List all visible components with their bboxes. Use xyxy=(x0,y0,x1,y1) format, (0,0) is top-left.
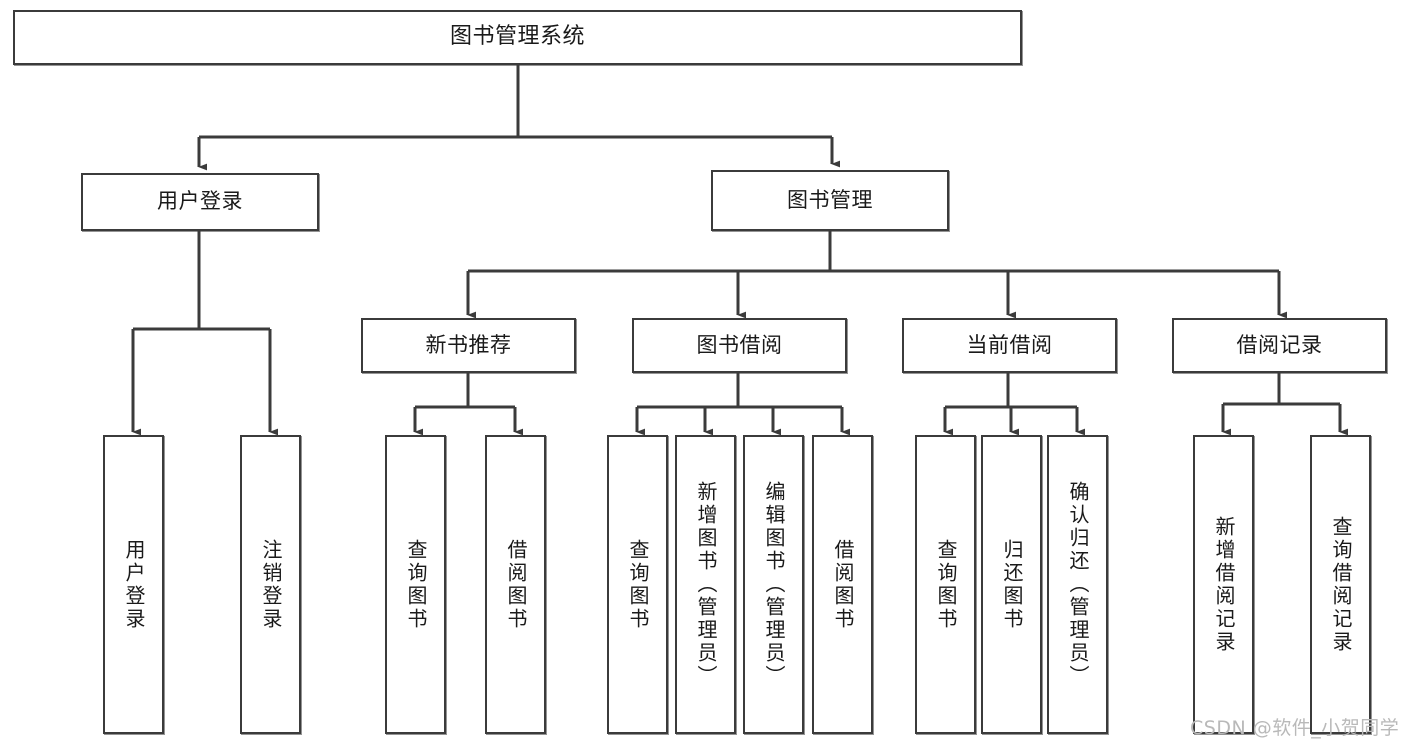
leaf-book-borrow-query[interactable]: 查询图书 xyxy=(607,435,668,734)
leaf-user-login-signin[interactable]: 用户登录 xyxy=(103,435,164,734)
node-book-borrow[interactable]: 图书借阅 xyxy=(632,318,847,373)
leaf-current-borrow-confirm[interactable]: 确认归还（管理员） xyxy=(1047,435,1108,734)
leaf-current-borrow-query[interactable]: 查询图书 xyxy=(915,435,976,734)
leaf-current-borrow-return[interactable]: 归还图书 xyxy=(981,435,1042,734)
leaf-book-borrow-borrow[interactable]: 借阅图书 xyxy=(812,435,873,734)
leaf-user-login-signout[interactable]: 注销登录 xyxy=(240,435,301,734)
leaf-new-book-borrow[interactable]: 借阅图书 xyxy=(485,435,546,734)
node-book-management[interactable]: 图书管理 xyxy=(711,170,949,231)
node-new-book-recommend[interactable]: 新书推荐 xyxy=(361,318,576,373)
node-root-system[interactable]: 图书管理系统 xyxy=(13,10,1022,65)
leaf-borrow-record-query[interactable]: 查询借阅记录 xyxy=(1310,435,1371,734)
node-borrow-record[interactable]: 借阅记录 xyxy=(1172,318,1387,373)
leaf-new-book-query[interactable]: 查询图书 xyxy=(385,435,446,734)
csdn-watermark: CSDN @软件_小贺同学 xyxy=(1190,717,1400,739)
node-current-borrow[interactable]: 当前借阅 xyxy=(902,318,1117,373)
leaf-book-borrow-add[interactable]: 新增图书（管理员） xyxy=(675,435,736,734)
leaf-book-borrow-edit[interactable]: 编辑图书（管理员） xyxy=(743,435,804,734)
leaf-borrow-record-add[interactable]: 新增借阅记录 xyxy=(1193,435,1254,734)
node-user-login[interactable]: 用户登录 xyxy=(81,173,319,231)
